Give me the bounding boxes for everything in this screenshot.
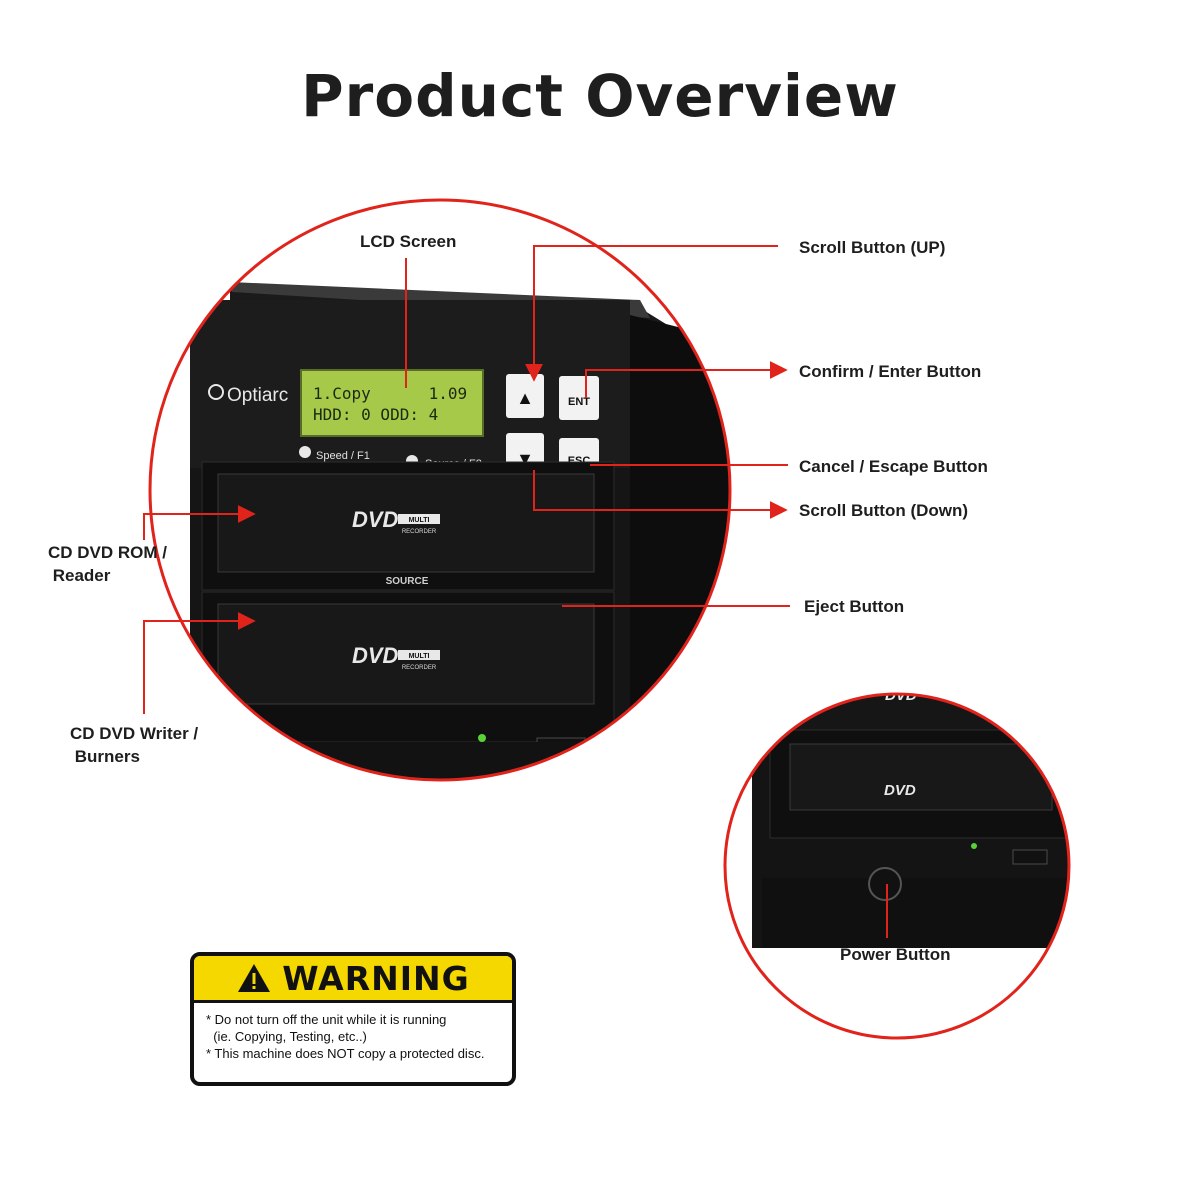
scroll-up-button[interactable] xyxy=(506,374,544,418)
scroll-up-leader xyxy=(525,245,778,382)
main-zoom-circle: Optiarc 1.Copy 1.09 HDD: 0 ODD: 4 Speed … xyxy=(150,200,730,780)
warning-line-2: (ie. Copying, Testing, etc..) xyxy=(206,1029,367,1044)
reader-leader xyxy=(143,505,256,540)
lower-led xyxy=(971,843,977,849)
writer-leader xyxy=(143,612,256,714)
main-zoom-circle-outline xyxy=(148,198,732,782)
scroll-up-icon: ▲ xyxy=(516,388,534,408)
warning-line-1: * Do not turn off the unit while it is r… xyxy=(206,1012,447,1027)
warning-label: WARNING * Do not turn off the unit while… xyxy=(190,952,516,1086)
lcd-line-1: 1.Copy 1.09 xyxy=(313,384,467,403)
callout-scroll-down: Scroll Button (Down) xyxy=(799,501,969,520)
lcd-screen xyxy=(300,369,484,437)
callout-cancel: Cancel / Escape Button xyxy=(799,457,988,476)
page-title: Product Overview xyxy=(301,62,899,130)
speed-f1-label: Speed / F1 xyxy=(316,450,370,462)
enter-button-label: ENT xyxy=(568,396,590,408)
dvd-logo-writer: DVD xyxy=(352,643,399,668)
warning-triangle-icon xyxy=(238,964,271,992)
callout-eject: Eject Button xyxy=(804,597,905,616)
dvd-logo-upper: DVD xyxy=(885,687,917,704)
lcd-line-2: HDD: 0 ODD: 4 xyxy=(313,405,438,424)
callout-confirm: Confirm / Enter Button xyxy=(799,362,982,381)
callout-power: Power Button xyxy=(840,945,951,964)
enter-button[interactable] xyxy=(559,376,599,420)
multi-label-writer: MULTI xyxy=(409,653,430,660)
source-tray-label: SOURCE xyxy=(386,576,429,587)
power-zoom-circle-outline xyxy=(723,692,1071,1040)
multi-label-reader: MULTI xyxy=(409,517,430,524)
dvd-logo-lower: DVD xyxy=(884,782,916,799)
leader-lines xyxy=(143,245,888,938)
warning-line-3: * This machine does NOT copy a protected… xyxy=(206,1046,485,1061)
callout-reader: CD DVD ROM / Reader xyxy=(48,543,167,585)
power-zoom-circle: DVD DVD xyxy=(725,687,1069,1038)
recorder-label-reader: RECORDER xyxy=(402,529,437,535)
warning-body: * Do not turn off the unit while it is r… xyxy=(194,1003,512,1070)
callout-scroll-up: Scroll Button (UP) xyxy=(799,238,946,257)
warning-title: WARNING xyxy=(282,958,470,998)
brand-label: Optiarc xyxy=(227,385,288,406)
speed-f1-button[interactable] xyxy=(299,446,311,458)
recorder-label-writer: RECORDER xyxy=(402,665,437,671)
dvd-logo-reader: DVD xyxy=(352,507,399,532)
optiarc-logo-icon xyxy=(208,384,224,400)
scroll-down-leader xyxy=(533,470,788,519)
warning-header: WARNING xyxy=(194,956,512,1003)
callout-writer: CD DVD Writer / Burners xyxy=(70,724,199,766)
confirm-leader xyxy=(585,361,788,398)
writer-led xyxy=(478,734,486,742)
power-button[interactable] xyxy=(868,867,902,901)
callout-lcd-screen: LCD Screen xyxy=(360,232,457,251)
